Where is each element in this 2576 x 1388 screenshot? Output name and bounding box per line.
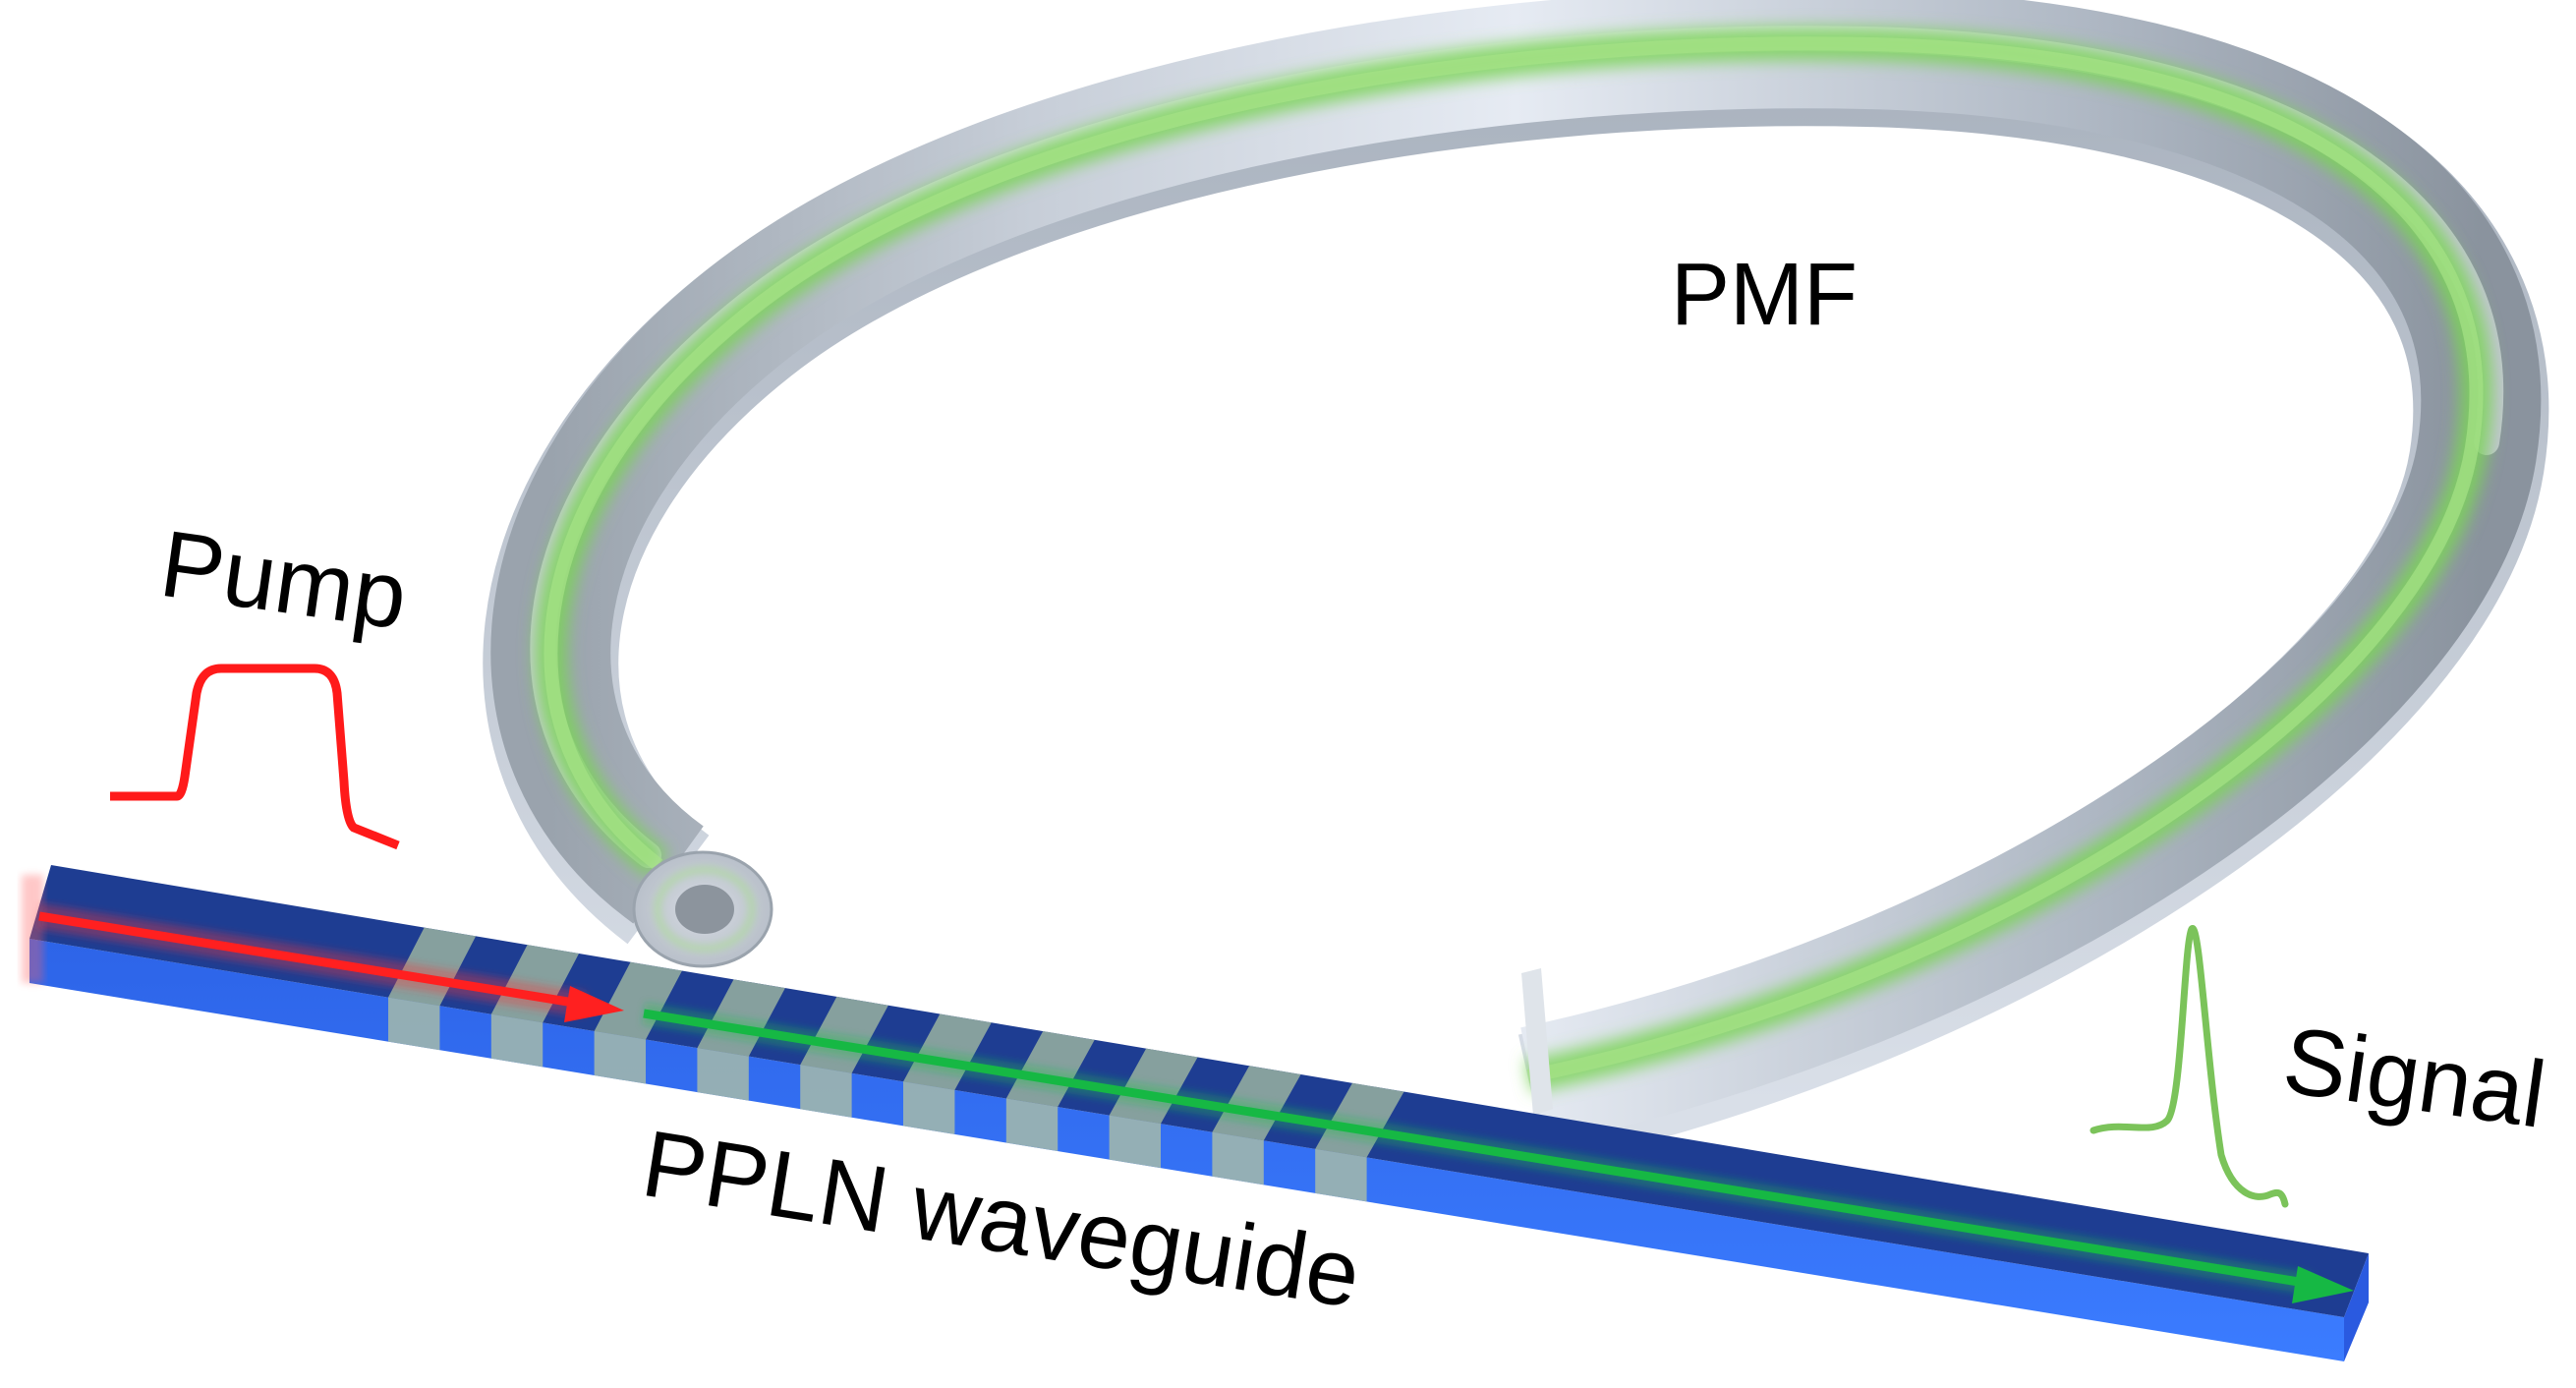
pmf-fiber (483, 0, 2549, 1168)
poling-domain-side (1109, 1115, 1162, 1169)
poling-domain-side (1315, 1148, 1367, 1202)
pump-label: Pump (154, 511, 413, 650)
signal-label: Signal (2277, 1008, 2551, 1148)
poling-domain (697, 979, 785, 1057)
pmf-label: PMF (1671, 246, 1858, 344)
poling-domain (800, 996, 888, 1073)
poling-domain-side (1005, 1098, 1059, 1152)
poling-domain-side (903, 1081, 955, 1134)
ppln-waveguide (22, 865, 2369, 1361)
square-pulse-icon (110, 664, 400, 850)
signal-arrow (642, 1003, 2354, 1303)
poling-domain-side (490, 1013, 544, 1068)
poling-domain (594, 961, 682, 1040)
fiber-end-face (632, 850, 773, 968)
gaussian-pulse-icon (2089, 925, 2289, 1208)
pump-arrow (36, 903, 624, 1022)
poling-domain-side (800, 1065, 852, 1118)
poling-domain-side (697, 1048, 749, 1101)
poling-domain-side (1212, 1131, 1264, 1186)
poling-domain-side (594, 1030, 647, 1084)
poling-domain-side (388, 997, 440, 1051)
